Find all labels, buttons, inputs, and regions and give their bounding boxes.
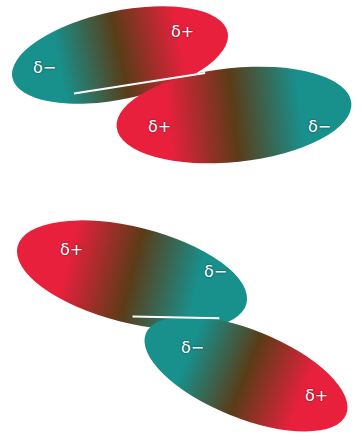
- molecule-ellipse: δ+ δ−: [112, 55, 357, 175]
- partial-charge: δ+: [305, 386, 328, 405]
- ellipse-fill: [129, 293, 362, 436]
- partial-charge: δ+: [148, 117, 171, 136]
- charge-label-wrap: δ+: [60, 240, 83, 259]
- ellipse-fill: [112, 56, 357, 174]
- partial-charge: δ+: [60, 240, 83, 259]
- charge-label-wrap: δ+: [171, 22, 194, 41]
- charge-label-wrap: δ−: [308, 117, 331, 136]
- ellipse-shape: [112, 55, 357, 175]
- partial-charge: δ+: [171, 22, 194, 41]
- partial-charge: δ−: [204, 262, 227, 281]
- partial-charge: δ−: [33, 58, 56, 77]
- charge-label-wrap: δ−: [204, 262, 227, 281]
- partial-charge: δ−: [308, 117, 331, 136]
- charge-label-wrap: δ+: [305, 386, 328, 405]
- molecule-ellipse: δ− δ+: [135, 316, 357, 432]
- partial-charge: δ−: [181, 338, 204, 357]
- charge-label-wrap: δ−: [181, 338, 204, 357]
- ellipse-shape: [135, 316, 357, 432]
- charge-label-wrap: δ−: [33, 58, 56, 77]
- charge-label-wrap: δ+: [148, 117, 171, 136]
